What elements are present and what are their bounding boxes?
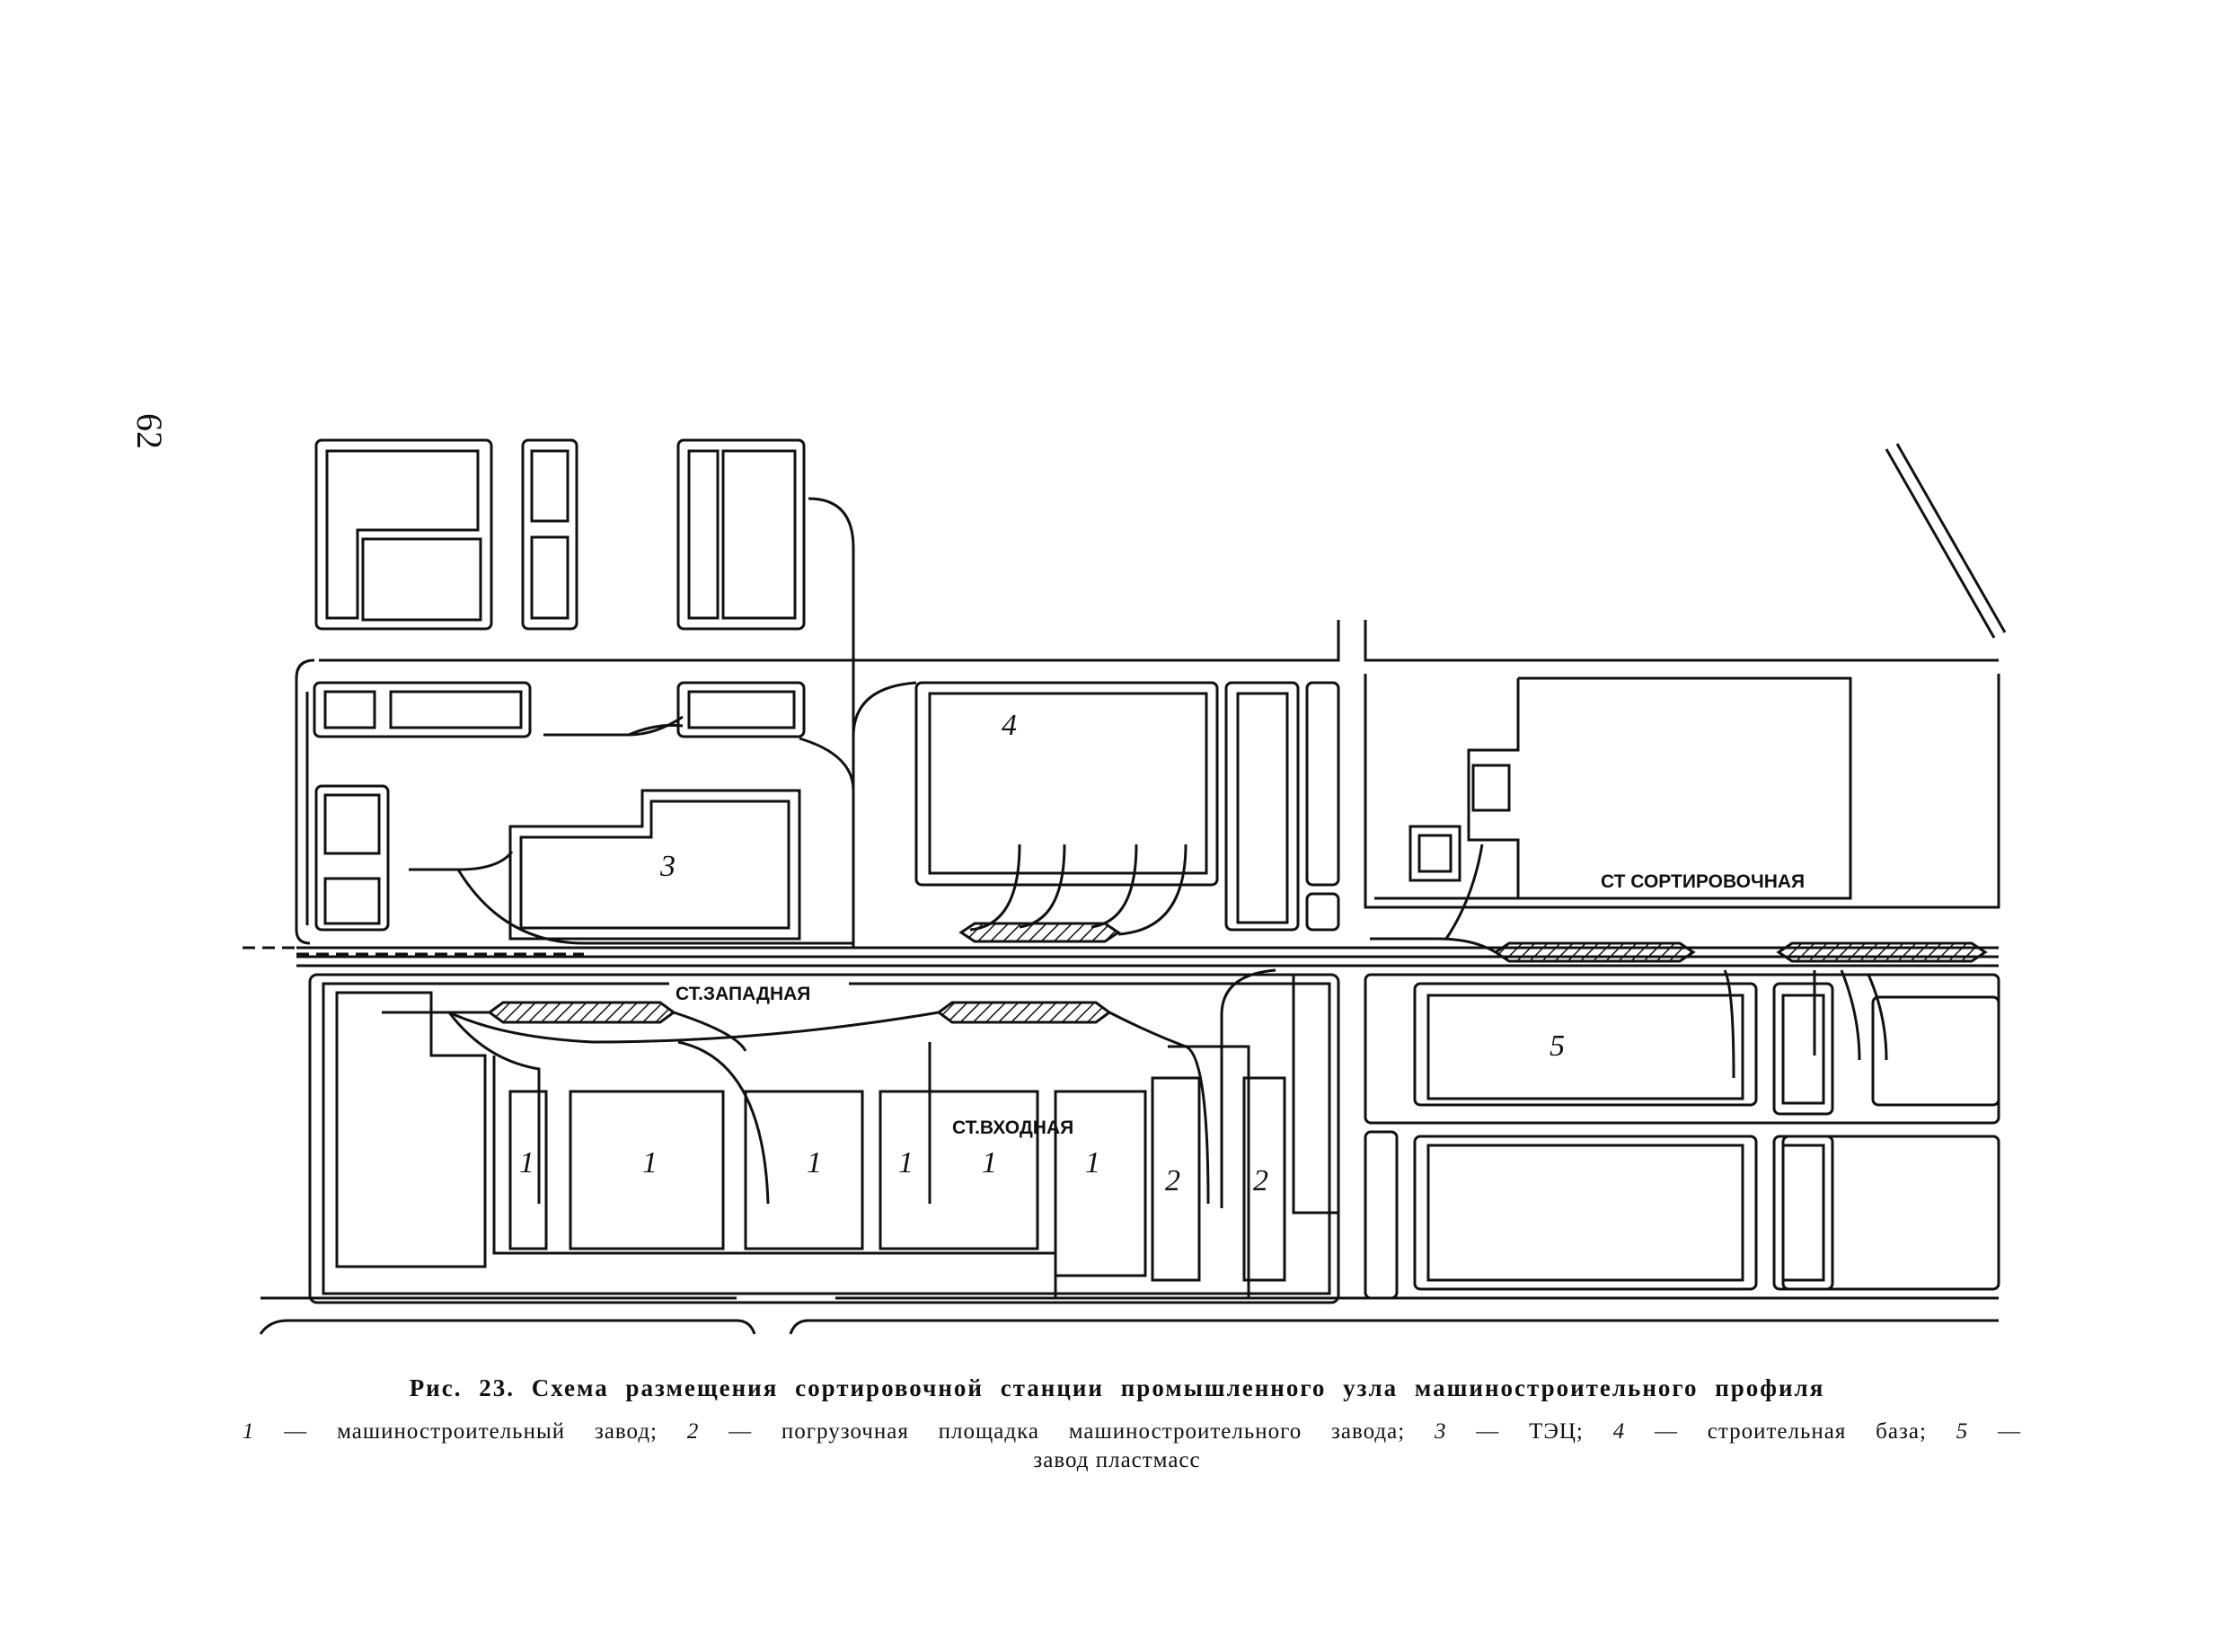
- legend-item-5-number: 5: [1956, 1419, 1969, 1444]
- plot-label-1: 1: [807, 1146, 822, 1179]
- station-label-sortirovochnaya: СТ СОРТИРОВОЧНАЯ: [1601, 871, 1805, 892]
- rail-sidings: [382, 497, 1888, 1208]
- legend-item-1-text: — машиностроительный завод;: [254, 1419, 687, 1444]
- plot-label-2: 2: [1253, 1164, 1268, 1197]
- figure-legend: 1 — машиностроительный завод; 2 — погруз…: [243, 1419, 2021, 1444]
- figure-legend-continuation: завод пластмасс: [1033, 1448, 1201, 1472]
- plot-label-2: 2: [1165, 1164, 1180, 1197]
- legend-item-3-text: — ТЭЦ;: [1446, 1419, 1613, 1444]
- road-network: [243, 438, 2007, 1335]
- rail-yards: [487, 922, 1988, 1024]
- plot-label-4: 4: [1002, 709, 1017, 742]
- plot-label-1: 1: [642, 1146, 658, 1179]
- figure-caption-title: Рис. 23. Схема размещения сортировочной …: [409, 1374, 1825, 1401]
- plot-label-1: 1: [519, 1146, 534, 1179]
- legend-item-4-number: 4: [1612, 1419, 1626, 1444]
- station-label-zapadnaya: СТ.ЗАПАДНАЯ: [675, 984, 810, 1004]
- legend-item-2-text: — погрузочная площадка машиностроительно…: [699, 1419, 1435, 1444]
- plot-label-3: 3: [659, 850, 675, 883]
- legend-item-4-text: — строительная база;: [1625, 1419, 1956, 1444]
- plot-label-1: 1: [1085, 1146, 1100, 1179]
- legend-item-5-text: —: [1968, 1419, 2022, 1444]
- station-label-vkhodnaya: СТ.ВХОДНАЯ: [952, 1118, 1073, 1138]
- plot-label-1: 1: [982, 1146, 997, 1179]
- plot-label-5: 5: [1550, 1029, 1565, 1063]
- legend-item-2-number: 2: [686, 1419, 700, 1444]
- plot-label-1: 1: [898, 1146, 914, 1179]
- legend-item-3-number: 3: [1435, 1419, 1447, 1444]
- legend-item-1-number: 1: [243, 1419, 255, 1444]
